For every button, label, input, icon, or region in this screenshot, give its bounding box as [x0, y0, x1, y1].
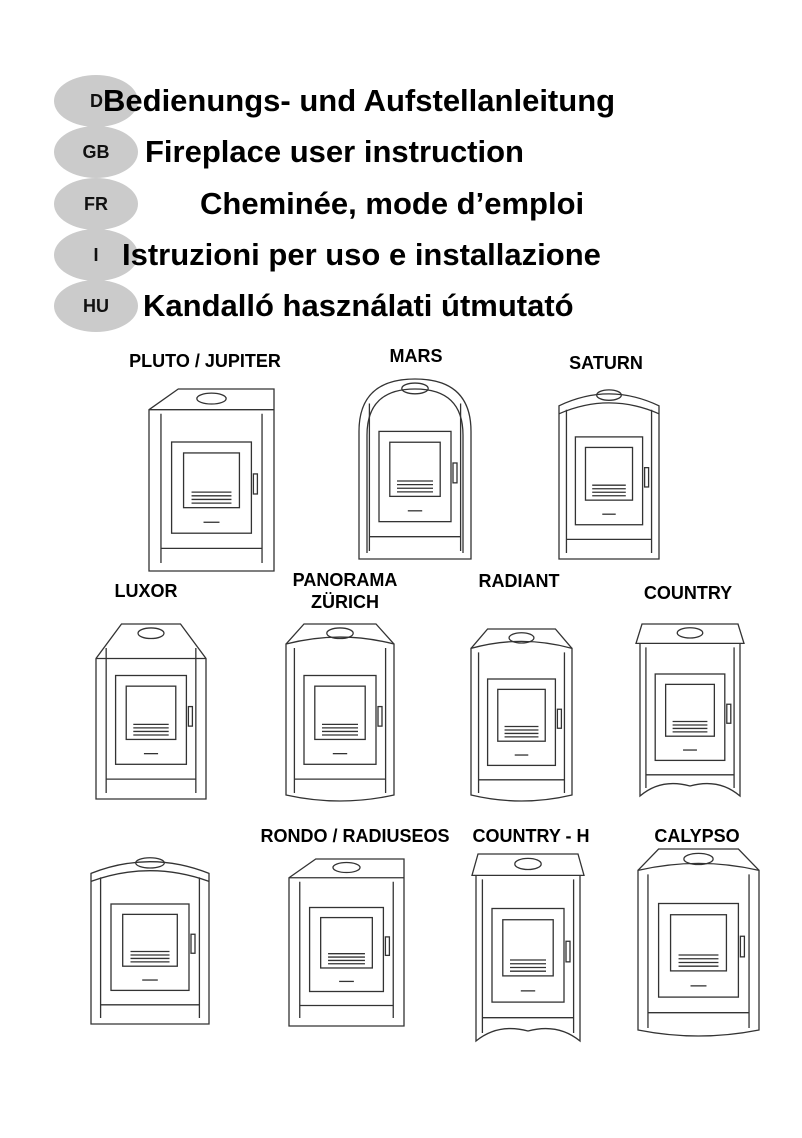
stove-drawing: [148, 388, 275, 572]
stove-drawing: [470, 628, 573, 802]
stove-drawing: [635, 623, 745, 798]
language-badge: FR: [54, 178, 138, 230]
model-name-label: SATURN: [569, 353, 643, 373]
model-name-label: CALYPSO: [654, 826, 740, 846]
language-badge: HU: [54, 280, 138, 332]
manual-title: Bedienungs- und Aufstellanleitung: [103, 83, 616, 118]
model-name-label: PANORAMA ZÜRICH: [292, 570, 398, 612]
stove-drawing: [558, 389, 660, 560]
model-name-label: RADIANT: [478, 571, 560, 591]
stove-drawing: [95, 623, 207, 800]
language-badge: GB: [54, 126, 138, 178]
manual-title: Istruzioni per uso e installazione: [122, 237, 601, 272]
model-name-label: LUXOR: [114, 581, 178, 601]
stove-drawing: [288, 858, 405, 1027]
stove-drawing: [90, 857, 210, 1025]
language-badge: I: [54, 229, 138, 281]
language-row: FR Cheminée, mode d’emploi: [0, 178, 802, 230]
manual-title: Fireplace user instruction: [145, 134, 524, 169]
manual-title: Kandalló használati útmutató: [143, 288, 574, 323]
model-name-label: COUNTRY - H: [472, 826, 590, 846]
model-name-label: MARS: [389, 346, 443, 366]
model-name-label: PLUTO / JUPITER: [129, 351, 281, 371]
model-name-label: RONDO / RADIUSEOS: [260, 826, 450, 846]
stove-drawing: [358, 378, 472, 560]
stove-drawing: [637, 848, 760, 1037]
stove-drawing: [471, 853, 585, 1043]
stove-drawing: [285, 623, 395, 802]
model-name-label: COUNTRY: [643, 583, 733, 603]
language-badge: D: [54, 75, 138, 127]
manual-title: Cheminée, mode d’emploi: [200, 186, 585, 221]
